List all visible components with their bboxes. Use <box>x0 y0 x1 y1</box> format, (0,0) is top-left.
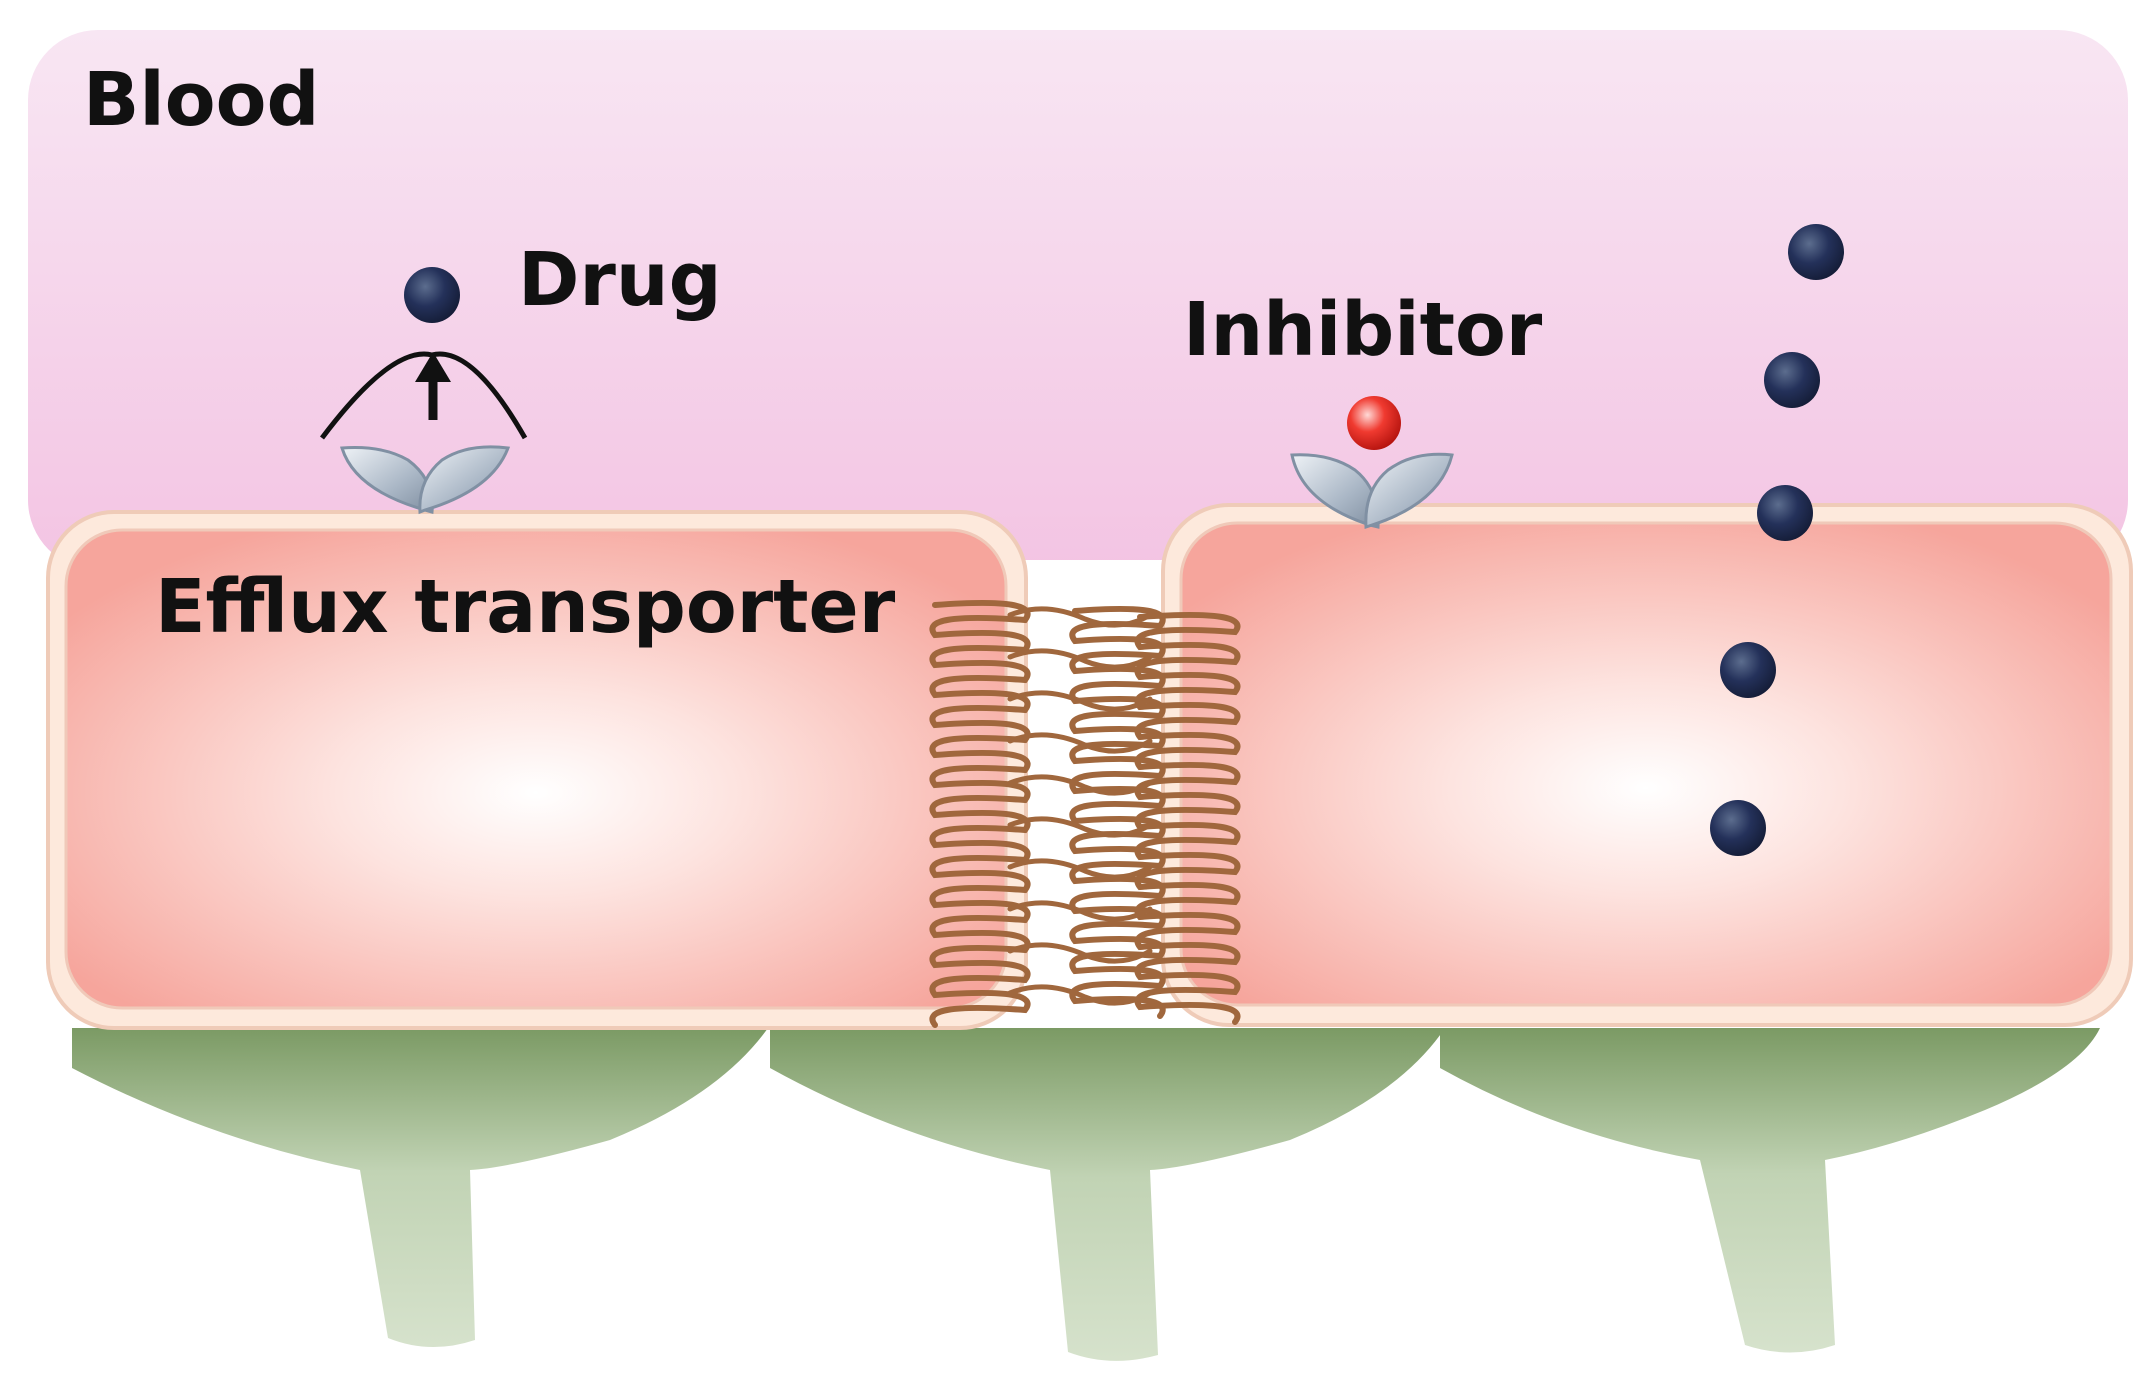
drug-molecule-icon <box>1720 642 1776 698</box>
blood-region <box>28 30 2128 570</box>
end-foot-left <box>72 1028 768 1348</box>
tight-junction-strand <box>1007 942 1153 964</box>
blood-label: Blood <box>83 57 319 143</box>
efflux-arrow-icon <box>320 351 528 440</box>
drug-label: Drug <box>518 237 722 323</box>
tight-junction-strand <box>1007 774 1153 796</box>
tight-junction-strand <box>1007 606 1153 628</box>
tight-junction-strand <box>1007 900 1153 922</box>
tight-junction-fiber <box>1069 605 1166 1019</box>
tight-junction-strand <box>1007 732 1153 754</box>
efflux-transporter-right <box>1290 452 1454 530</box>
drug-molecule-icon <box>1764 352 1820 408</box>
end-foot-right <box>1440 1028 2100 1353</box>
tight-junction-fiber <box>1134 611 1241 1025</box>
tight-junction-fiber <box>929 599 1031 1028</box>
drug-molecule-icon <box>1710 800 1766 856</box>
tight-junction-strand <box>1007 816 1153 838</box>
tight-junction <box>929 599 1241 1028</box>
tight-junction-strand <box>1007 984 1153 1006</box>
tight-junction-strand <box>1007 690 1153 712</box>
astrocyte-end-feet <box>72 1028 2100 1361</box>
inhibitor-molecule-icon <box>1347 396 1401 450</box>
drug-molecule-icon <box>1757 485 1813 541</box>
drug-molecule-icon <box>404 267 460 323</box>
inhibitor-label: Inhibitor <box>1183 287 1543 373</box>
efflux-transporter-label: Efflux transporter <box>155 564 896 650</box>
efflux-transporter-left <box>340 445 511 515</box>
drug-molecule-icon <box>1788 224 1844 280</box>
endothelial-cell-right <box>1161 503 2133 1027</box>
tight-junction-strand <box>1007 648 1153 670</box>
end-foot-middle <box>770 1028 1445 1361</box>
tight-junction-strand <box>1007 858 1153 880</box>
